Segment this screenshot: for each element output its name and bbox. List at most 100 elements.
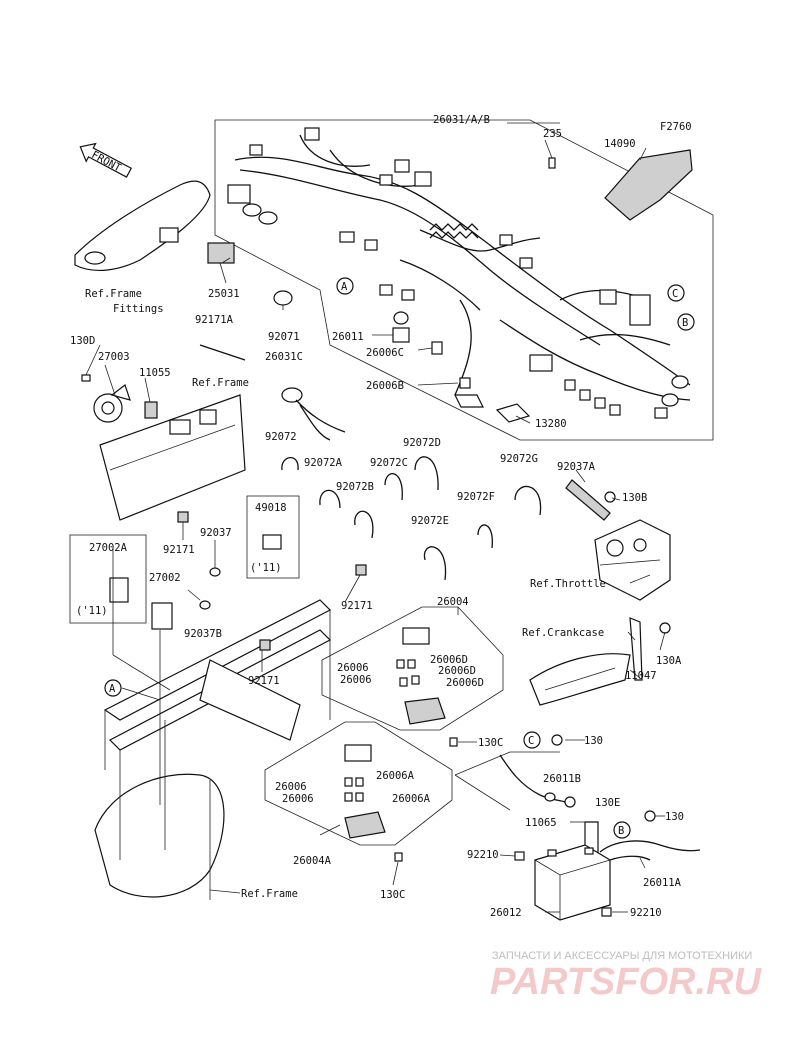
callout-c-harness: C: [667, 284, 685, 302]
bolt-130c-a-icon: [449, 737, 458, 747]
relay-27002: [151, 602, 173, 630]
fuse-block-26006b: [454, 394, 484, 408]
svg-text:A: A: [341, 281, 348, 293]
label-235: 235: [543, 128, 562, 140]
fuse-holder-26006b: [459, 377, 471, 389]
fuse-holder-26006c: [431, 341, 443, 355]
pad-92210-a-icon: [514, 851, 525, 861]
label-26006d-3: 26006D: [446, 677, 484, 689]
label-130b: 130B: [622, 492, 647, 504]
relay-27002a-box: [69, 534, 147, 624]
svg-text:C: C: [528, 735, 534, 747]
label-harness: 26031/A/B: [433, 114, 490, 126]
label-26006a-2: 26006A: [392, 793, 431, 805]
label-92037: 92037: [200, 527, 232, 539]
bolt-130c-b-icon: [394, 852, 403, 862]
figure-code: F2760: [660, 121, 692, 133]
label-92072g: 92072G: [500, 453, 538, 465]
label-26006-4: 26006: [282, 793, 314, 805]
label-130d: 130D: [70, 335, 95, 347]
label-27002a: 27002A: [89, 542, 128, 554]
bolt-130d-icon: [81, 374, 91, 382]
frame-bottom-illustration: [94, 599, 332, 900]
horn-27003: [93, 384, 131, 423]
label-26011a: 26011A: [643, 877, 682, 889]
grommet-92071: [273, 290, 293, 306]
ref-crankcase: Ref.Crankcase: [522, 627, 604, 639]
lead-26011a: [599, 840, 701, 861]
label-13280: 13280: [535, 418, 567, 430]
label-130c-b: 130C: [380, 889, 405, 901]
label-92171a: 92171A: [195, 314, 234, 326]
callout-b-harness: B: [677, 313, 695, 331]
label-11055: 11055: [139, 367, 171, 379]
ref-frame-fittings-1: Ref.Frame: [85, 288, 142, 300]
label-92072c: 92072C: [370, 457, 408, 469]
label-26011: 26011: [332, 331, 364, 343]
cover-14090: [604, 149, 693, 221]
front-arrow-icon: FRONT: [79, 142, 133, 178]
bracket-92037a: [565, 479, 611, 521]
label-26011b: 26011B: [543, 773, 581, 785]
svg-text:B: B: [682, 317, 688, 329]
front-label: FRONT: [89, 149, 123, 175]
label-26031c: 26031C: [265, 351, 303, 363]
band-clamps: [281, 456, 542, 581]
label-92072d: 92072D: [403, 437, 441, 449]
frame-top-illustration: [99, 394, 246, 521]
label-11047: 11047: [625, 670, 657, 682]
label-27003: 27003: [98, 351, 130, 363]
callout-b-battery: B: [613, 821, 631, 839]
label-92171: 92171: [163, 544, 195, 556]
battery-group-frame: [454, 751, 560, 811]
label-130a: 130A: [656, 655, 682, 667]
label-14090: 14090: [604, 138, 636, 150]
harness-26031c: [281, 387, 346, 441]
label-92072b: 92072B: [336, 481, 374, 493]
label-130e: 130E: [595, 797, 620, 809]
label-year-11-b: ('11): [76, 605, 108, 617]
label-11065: 11065: [525, 817, 557, 829]
ref-frame-top: Ref.Frame: [192, 377, 249, 389]
leader-lines: [85, 139, 666, 913]
fuse-block-26004: [404, 697, 446, 725]
label-130c-a: 130C: [478, 737, 503, 749]
bolt-130-a-icon: [551, 734, 563, 746]
clamp-92037-icon: [209, 567, 221, 577]
bolt-130e-icon: [564, 796, 576, 808]
relay-25031: [207, 242, 235, 264]
connector-26011: [392, 311, 410, 343]
pad-92210-b-icon: [601, 907, 612, 917]
switch-49018-box: [246, 495, 300, 579]
label-26006b: 26006B: [366, 380, 404, 392]
fusebox-26004-frame: [321, 606, 504, 731]
label-130-b: 130: [665, 811, 684, 823]
label-92072a: 92072A: [304, 457, 343, 469]
fusebox-26004a-frame: [264, 721, 453, 846]
clamp-92171b-icon: [355, 564, 367, 576]
frame-fittings-illustration: [74, 180, 211, 271]
label-year-11-a: ('11): [250, 562, 282, 574]
lead-26011b: [499, 754, 566, 803]
throttle-illustration: [594, 519, 671, 601]
callout-c-battery: C: [523, 731, 541, 749]
label-92071: 92071: [268, 331, 300, 343]
clamp-92037b-icon: [199, 600, 211, 610]
label-92210-a: 92210: [467, 849, 499, 861]
label-49018: 49018: [255, 502, 287, 514]
svg-text:B: B: [618, 825, 624, 837]
label-92171-c: 92171: [248, 675, 280, 687]
label-27002: 27002: [149, 572, 181, 584]
label-92072e: 92072E: [411, 515, 449, 527]
callout-a-frame: A: [104, 679, 122, 697]
ref-frame-fittings-2: Fittings: [113, 303, 164, 315]
label-92072: 92072: [265, 431, 297, 443]
label-130: 130: [584, 735, 603, 747]
fuse-cover-26004a: [344, 744, 372, 762]
label-26006a-1: 26006A: [376, 770, 415, 782]
bolt-130b-icon: [604, 491, 616, 503]
battery-26012: [534, 844, 611, 921]
label-26006-2: 26006: [340, 674, 372, 686]
label-26006c: 26006C: [366, 347, 404, 359]
